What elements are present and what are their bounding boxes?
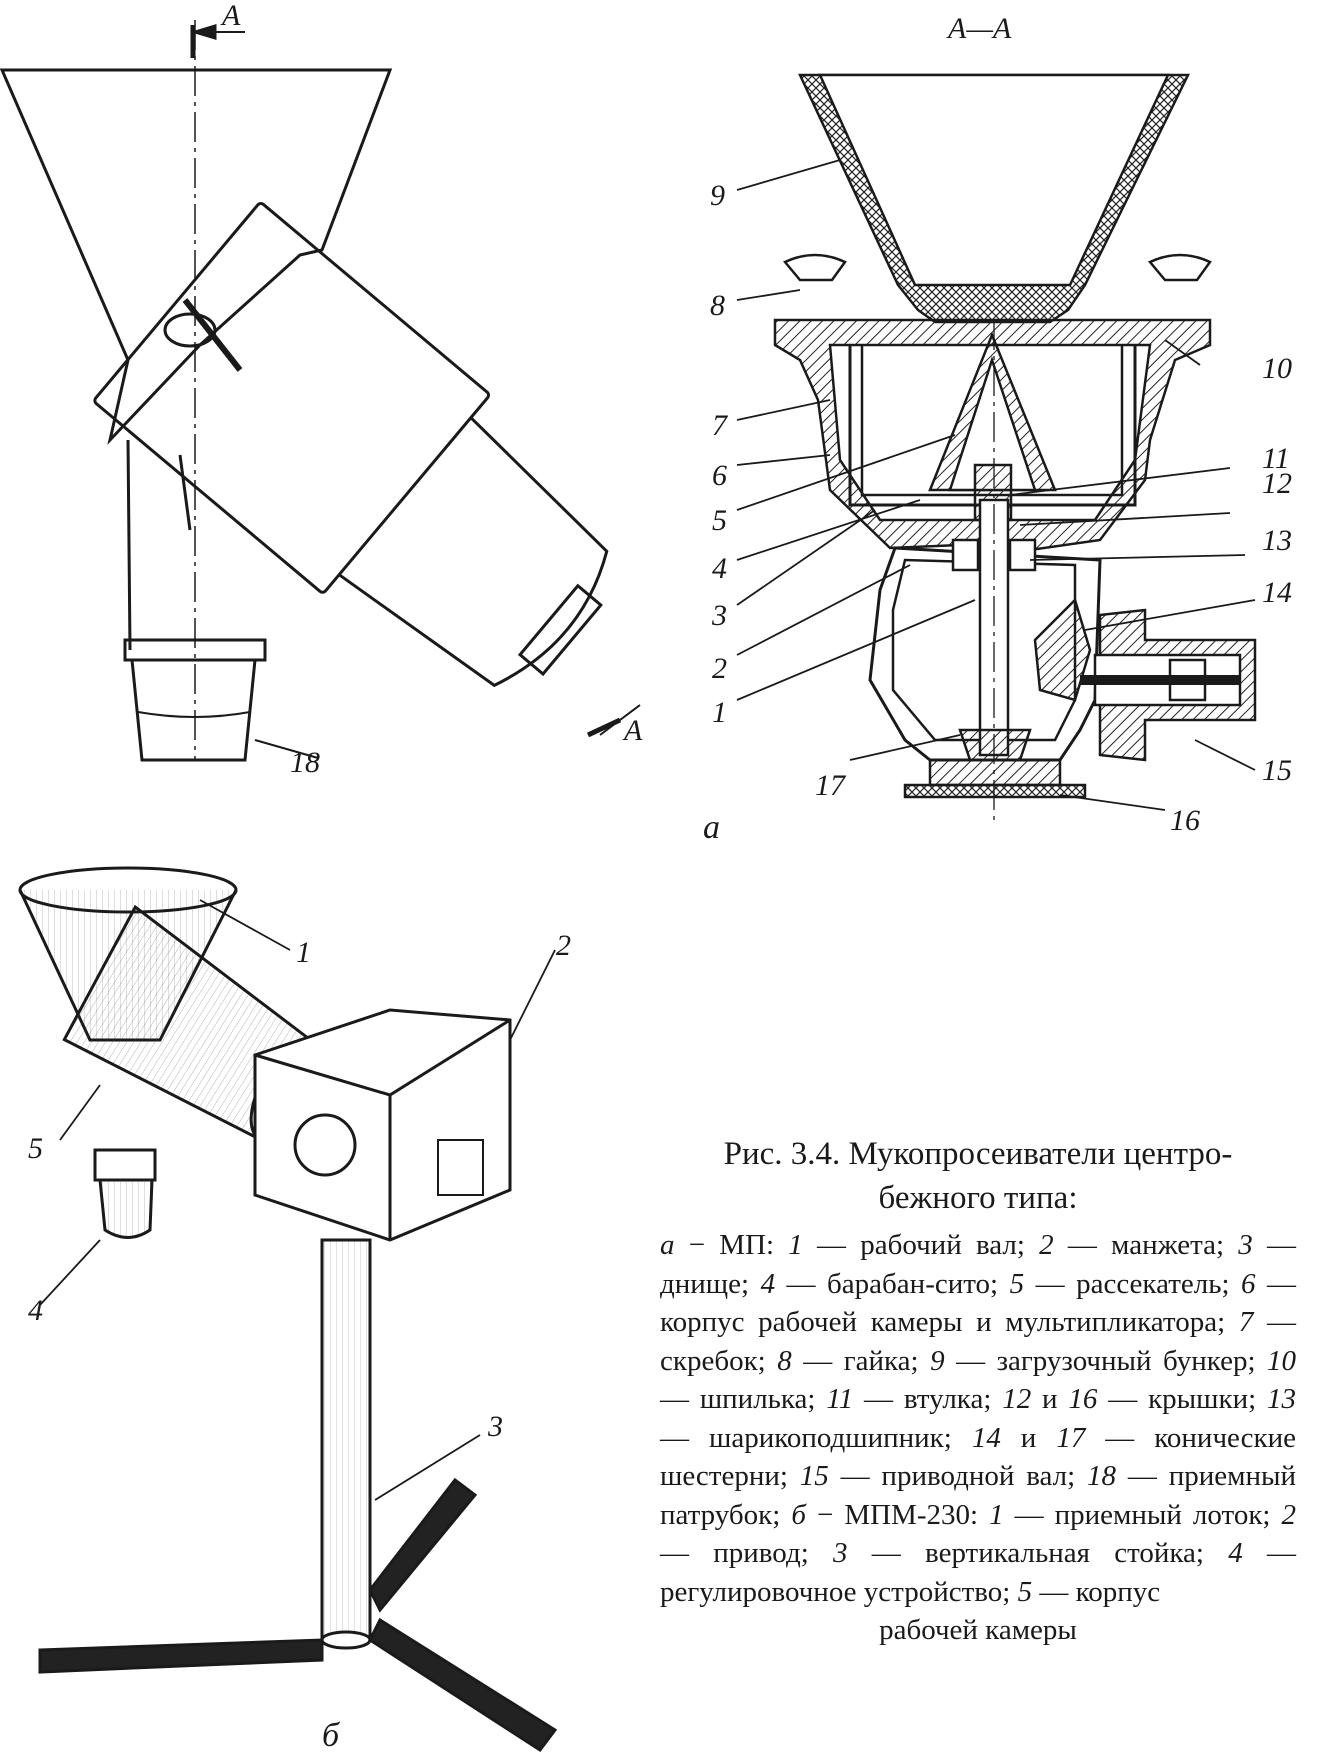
caption-item-number: 10 <box>1267 1344 1296 1377</box>
caption-item-text: — загрузочный бункер; <box>944 1344 1267 1377</box>
caption-item-number: 1 <box>788 1229 803 1261</box>
caption-item-number: 3 <box>833 1537 848 1569</box>
caption-item-text: — вертикальная стойка; <box>847 1537 1229 1569</box>
label-9: 9 <box>710 179 725 212</box>
label-12: 12 <box>1262 467 1292 500</box>
caption-item-number: 3 <box>1238 1229 1253 1261</box>
label-8: 8 <box>710 289 725 322</box>
caption-item-text: — конические шестерни; <box>660 1421 1296 1493</box>
view-letter-a: a <box>703 809 720 846</box>
caption-item-number: 1 <box>989 1498 1004 1531</box>
caption-item-number: 18 <box>1087 1460 1117 1492</box>
label-11: 11 <box>1262 442 1290 475</box>
persp-label-2: 2 <box>556 929 571 962</box>
caption-item-number: 5 <box>1017 1575 1033 1608</box>
caption-item-number: 4 <box>1228 1537 1243 1569</box>
section-mark-top: A <box>220 0 241 32</box>
caption-body: а − МП: 1 — рабочий вал; 2 — манжета; 3 … <box>660 1226 1296 1611</box>
caption-title-line-2: бежного типа: <box>878 1180 1078 1216</box>
caption-item-number: б <box>791 1498 806 1531</box>
label-18: 18 <box>290 746 320 779</box>
caption-item-text: — втулка; <box>853 1383 1003 1415</box>
caption-item-number: 2 <box>1281 1498 1296 1531</box>
caption-item-text: — шарикоподшипник; <box>660 1421 972 1454</box>
caption-item-number: 11 <box>826 1383 854 1415</box>
label-16: 16 <box>1170 804 1200 837</box>
persp-label-1: 1 <box>296 936 311 969</box>
caption-item-number: 12 <box>1002 1383 1032 1415</box>
caption-item-number: 8 <box>777 1344 792 1377</box>
caption-item-number: 5 <box>1009 1267 1025 1300</box>
caption-item-text: − МПМ-230: <box>805 1498 990 1531</box>
section-labels: 9 8 7 6 5 4 3 2 1 17 10 11 12 13 14 15 1… <box>703 179 1292 846</box>
label-13: 13 <box>1262 524 1292 557</box>
caption-item-text: — регулировочное устройство; <box>660 1537 1297 1608</box>
figure-caption: Рис. 3.4. Мукопросеиватели центро- бежно… <box>660 1132 1296 1649</box>
section-view <box>773 73 1257 820</box>
caption-item-text: — гайка; <box>791 1344 931 1377</box>
caption-item-text: — приемный патрубок; <box>660 1460 1296 1531</box>
label-17: 17 <box>815 769 847 802</box>
label-15: 15 <box>1262 754 1292 787</box>
side-view <box>0 20 641 762</box>
perspective-leaders <box>39 899 556 1501</box>
caption-item-text: − МП: <box>674 1229 789 1261</box>
section-leaders <box>736 159 1256 811</box>
perspective-labels: 1 2 3 4 5 б <box>28 929 571 1754</box>
caption-item-text: — барабан-сито; <box>775 1267 1010 1300</box>
caption-item-text: — приемный лоток; <box>1003 1498 1282 1531</box>
label-1: 1 <box>712 696 727 729</box>
caption-item-number: 16 <box>1068 1383 1098 1415</box>
caption-item-text: и <box>1031 1383 1069 1415</box>
caption-item-number: 14 <box>971 1421 1001 1454</box>
caption-item-text: — привод; <box>660 1537 834 1569</box>
caption-item-text: — корпус рабочей камеры и мультипликатор… <box>660 1267 1296 1339</box>
caption-item-text: — крышки; <box>1097 1383 1267 1415</box>
section-mark-side: A <box>622 714 643 747</box>
caption-last-line: рабочей камеры <box>879 1614 1077 1646</box>
persp-label-5: 5 <box>28 1132 43 1165</box>
caption-item-number: 17 <box>1056 1421 1086 1454</box>
persp-label-3: 3 <box>487 1410 503 1443</box>
caption-item-number: 7 <box>1238 1306 1254 1338</box>
label-4: 4 <box>712 552 727 585</box>
label-14: 14 <box>1262 576 1292 609</box>
caption-item-text: — рассекатель; <box>1024 1267 1241 1300</box>
section-title: A—A <box>946 12 1012 45</box>
label-5: 5 <box>712 504 727 537</box>
label-10: 10 <box>1262 352 1292 385</box>
label-2: 2 <box>712 652 727 685</box>
label-3: 3 <box>711 599 727 632</box>
view-letter-b: б <box>322 1717 341 1754</box>
caption-item-number: 4 <box>760 1267 776 1300</box>
caption-title-line-1: Рис. 3.4. Мукопросеиватели центро- <box>723 1136 1233 1172</box>
caption-item-number: 6 <box>1241 1267 1256 1300</box>
caption-item-number: 15 <box>799 1460 829 1492</box>
label-7: 7 <box>712 409 729 442</box>
caption-title: Рис. 3.4. Мукопросеиватели центро- бежно… <box>660 1132 1296 1220</box>
caption-item-number: а <box>660 1229 675 1261</box>
perspective-view <box>18 866 558 1753</box>
caption-item-text: — шпилька; <box>660 1383 827 1415</box>
caption-item-text: — корпус <box>1032 1575 1161 1608</box>
caption-item-text: и <box>1000 1421 1057 1454</box>
caption-item-number: 9 <box>930 1344 945 1377</box>
caption-item-text: — рабочий вал; <box>802 1229 1040 1261</box>
label-6: 6 <box>712 459 727 492</box>
caption-item-text: — приводной вал; <box>828 1460 1088 1492</box>
caption-item-number: 13 <box>1266 1383 1296 1415</box>
persp-label-4: 4 <box>28 1294 43 1327</box>
caption-item-text: — манжета; <box>1053 1229 1239 1261</box>
caption-item-text: — днище; <box>660 1229 1297 1300</box>
caption-item-text: — скребок; <box>660 1306 1296 1377</box>
caption-item-number: 2 <box>1039 1229 1054 1261</box>
